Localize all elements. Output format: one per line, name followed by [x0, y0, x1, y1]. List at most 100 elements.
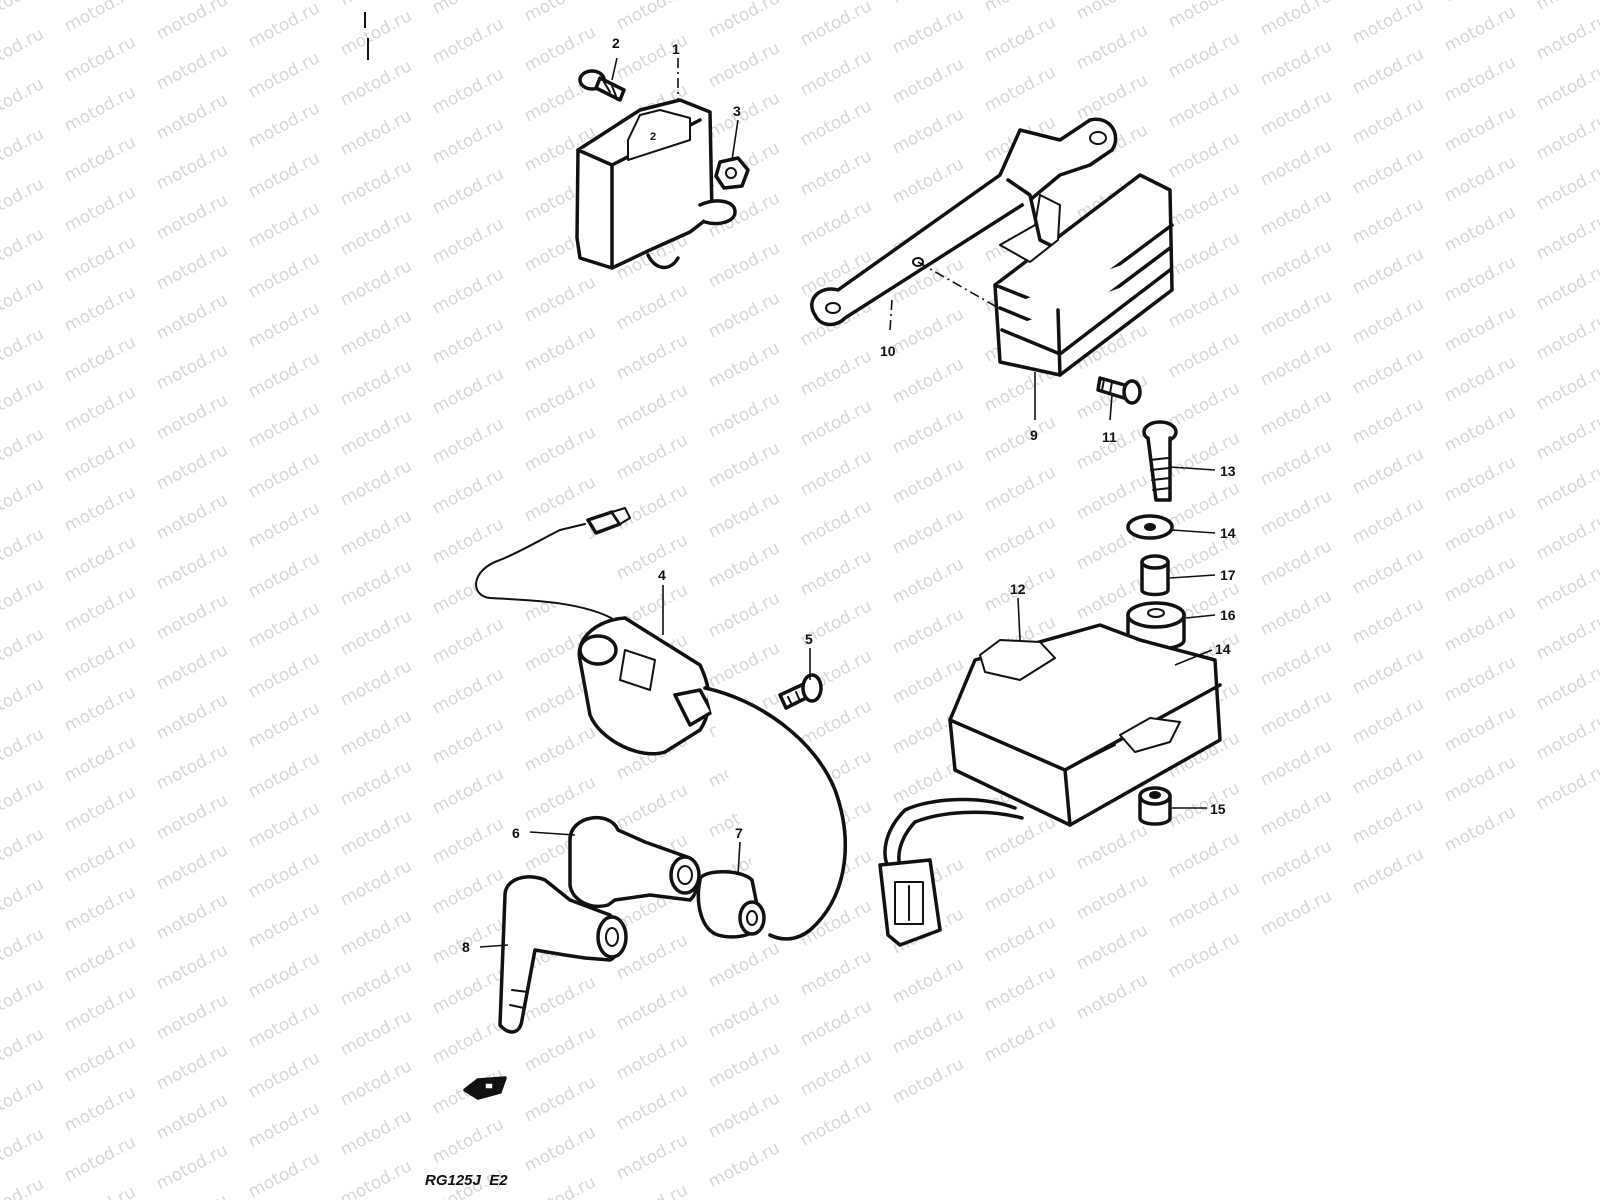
- front-direction-arrow-icon: [463, 1076, 507, 1100]
- watermark-text: motod.ru: [245, 398, 323, 452]
- leader-lines: [479, 57, 1216, 948]
- watermark-text: motod.ru: [981, 412, 1059, 466]
- watermark-text: motod.ru: [1533, 660, 1600, 714]
- watermark-text: motod.ru: [153, 840, 231, 894]
- watermark-text: motod.ru: [889, 1004, 967, 1058]
- watermark-text: motod.ru: [1533, 410, 1600, 464]
- watermark-text: motod.ru: [1165, 128, 1243, 182]
- watermark-text: motod.ru: [613, 280, 691, 334]
- watermark-text: motod.ru: [1349, 344, 1427, 398]
- watermark-text: motod.ru: [1533, 710, 1600, 764]
- watermark-text: motod.ru: [0, 774, 47, 828]
- watermark-text: motod.ru: [245, 148, 323, 202]
- watermark-text: motod.ru: [153, 0, 231, 44]
- callout-5: 5: [805, 631, 813, 647]
- watermark-text: motod.ru: [1349, 194, 1427, 248]
- watermark-text: motod.ru: [797, 96, 875, 150]
- watermark-text: motod.ru: [0, 424, 47, 478]
- watermark-text: motod.ru: [1073, 820, 1151, 874]
- callout-11: 11: [1102, 429, 1117, 445]
- watermark-text: motod.ru: [1349, 44, 1427, 98]
- watermark-text: motod.ru: [889, 954, 967, 1008]
- watermark-text: motod.ru: [1165, 78, 1243, 132]
- watermark-text: motod.ru: [1441, 502, 1519, 556]
- watermark-text: motod.ru: [61, 782, 139, 836]
- watermark-text: motod.ru: [797, 496, 875, 550]
- watermark-text: motod.ru: [613, 1080, 691, 1134]
- watermark-text: motod.ru: [429, 714, 507, 768]
- watermark-text: motod.ru: [1441, 602, 1519, 656]
- watermark-text: motod.ru: [521, 1072, 599, 1126]
- watermark-text: motod.ru: [613, 30, 691, 84]
- watermark-text: motod.ru: [61, 32, 139, 86]
- watermark-text: motod.ru: [1441, 802, 1519, 856]
- callout-1: 1: [672, 41, 680, 57]
- watermark-text: motod.ru: [981, 512, 1059, 566]
- watermark-text: motod.ru: [1349, 94, 1427, 148]
- watermark-text: motod.ru: [245, 98, 323, 152]
- watermark-text: motod.ru: [153, 690, 231, 744]
- callout-8: 8: [462, 939, 470, 955]
- watermark-text: motod.ru: [1533, 610, 1600, 664]
- watermark-text: motod.ru: [429, 514, 507, 568]
- watermark-text: motod.ru: [61, 232, 139, 286]
- watermark-text: motod.ru: [61, 482, 139, 536]
- watermark-text: motod.ru: [1441, 352, 1519, 406]
- watermark-text: motod.ru: [153, 340, 231, 394]
- watermark-text: motod.ru: [1533, 510, 1600, 564]
- regulator-rectifier: [993, 173, 1174, 377]
- watermark-text: motod.ru: [153, 90, 231, 144]
- watermark-text: motod.ru: [0, 124, 47, 178]
- watermark-text: motod.ru: [1533, 760, 1600, 814]
- ignitor-nut: [1138, 786, 1172, 826]
- watermark-text: motod.ru: [245, 48, 323, 102]
- watermark-text: motod.ru: [705, 938, 783, 992]
- watermark-text: motod.ru: [521, 972, 599, 1026]
- watermark-text: motod.ru: [981, 962, 1059, 1016]
- watermark-text: motod.ru: [337, 1056, 415, 1110]
- cdi-nut: [714, 156, 750, 190]
- watermark-text: motod.ru: [705, 38, 783, 92]
- watermark-text: motod.ru: [1257, 0, 1335, 40]
- watermark-text: motod.ru: [981, 862, 1059, 916]
- watermark-text: motod.ru: [0, 74, 47, 128]
- watermark-text: motod.ru: [1257, 286, 1335, 340]
- watermark-text: motod.ru: [429, 614, 507, 668]
- watermark-text: motod.ru: [429, 264, 507, 318]
- watermark-text: motod.ru: [1441, 652, 1519, 706]
- watermark-text: motod.ru: [797, 46, 875, 100]
- watermark-text: motod.ru: [1257, 586, 1335, 640]
- watermark-text: motod.ru: [0, 224, 47, 278]
- watermark-text: motod.ru: [0, 174, 47, 228]
- callout-14-upper: 14: [1220, 525, 1236, 541]
- watermark-text: motod.ru: [1073, 70, 1151, 124]
- watermark-text: motod.ru: [1349, 494, 1427, 548]
- watermark-text: motod.ru: [1257, 836, 1335, 890]
- watermark-text: motod.ru: [429, 814, 507, 868]
- watermark-text: motod.ru: [153, 890, 231, 944]
- watermark-text: motod.ru: [705, 388, 783, 442]
- watermark-text: motod.ru: [0, 1174, 47, 1200]
- watermark-text: motod.ru: [61, 832, 139, 886]
- watermark-text: motod.ru: [797, 396, 875, 450]
- watermark-text: motod.ru: [1349, 844, 1427, 898]
- watermark-text: motod.ru: [61, 432, 139, 486]
- watermark-text: motod.ru: [337, 106, 415, 160]
- watermark-text: motod.ru: [153, 240, 231, 294]
- watermark-text: motod.ru: [613, 380, 691, 434]
- watermark-text: motod.ru: [0, 24, 47, 78]
- watermark-text: motod.ru: [337, 556, 415, 610]
- svg-text:2: 2: [650, 131, 656, 143]
- watermark-text: motod.ru: [61, 282, 139, 336]
- watermark-text: motod.ru: [1073, 20, 1151, 74]
- regulator-bracket: [810, 117, 1118, 327]
- watermark-text: motod.ru: [0, 724, 47, 778]
- watermark-text: motod.ru: [1349, 794, 1427, 848]
- watermark-text: motod.ru: [429, 114, 507, 168]
- watermark-text: motod.ru: [337, 1106, 415, 1160]
- watermark-text: motod.ru: [245, 598, 323, 652]
- watermark-text: motod.ru: [705, 0, 783, 42]
- watermark-text: motod.ru: [1257, 336, 1335, 390]
- watermark-text: motod.ru: [521, 422, 599, 476]
- watermark-text: motod.ru: [1257, 786, 1335, 840]
